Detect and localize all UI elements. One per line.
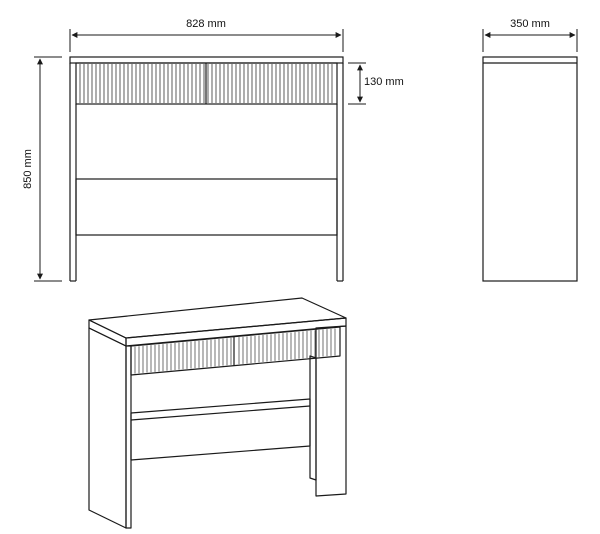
front-view: [69, 56, 344, 282]
front-drawer-fluting: [79, 64, 333, 103]
height-dimension: [34, 56, 62, 282]
persp-left-front-edge: [125, 345, 132, 529]
side-panel: [482, 56, 578, 282]
front-top-slab: [69, 56, 344, 64]
width-label: 828 mm: [186, 18, 226, 30]
persp-top-side-edge: [88, 319, 127, 347]
drawer-height-label: 130 mm: [364, 76, 404, 88]
persp-top-front-edge: [125, 317, 347, 347]
persp-drawer-band: [130, 326, 341, 376]
persp-back-panel: [130, 398, 311, 461]
persp-left-side-face: [88, 327, 127, 529]
perspective-drawer-fluting: [134, 328, 336, 374]
perspective-view: [88, 297, 347, 529]
depth-dimension: [482, 29, 578, 52]
height-label: 850 mm: [22, 149, 34, 189]
persp-top-surface: [88, 297, 347, 339]
persp-right-inner-side: [309, 355, 317, 481]
width-dimension: [69, 29, 344, 52]
front-back-panel: [75, 178, 338, 236]
side-view: [482, 56, 578, 282]
depth-label: 350 mm: [510, 18, 550, 30]
drawer-height-dimension: [348, 62, 366, 105]
